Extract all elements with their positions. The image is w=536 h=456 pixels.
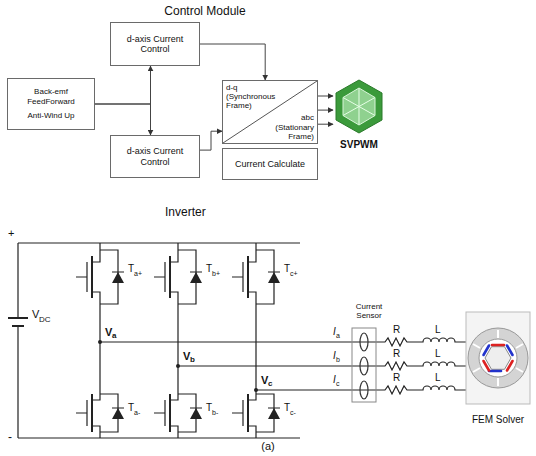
switch-label: T xyxy=(206,403,212,413)
subscript: b+ xyxy=(212,270,220,277)
block-text: d-axis Current Control xyxy=(113,34,197,55)
mosfet-gate xyxy=(232,262,243,426)
subscript: a xyxy=(112,332,116,340)
switch-label: T xyxy=(206,264,212,274)
current-label: I xyxy=(333,327,336,337)
arrow-connector xyxy=(200,131,222,150)
phase-voltage: V xyxy=(261,375,268,386)
voltage-label: V xyxy=(32,309,39,320)
junction-dot xyxy=(98,340,102,344)
dc-rails xyxy=(18,243,300,438)
frame-text: d-q (Synchronous Frame) xyxy=(226,83,278,111)
figure-caption: (a) xyxy=(0,441,536,452)
transform-block: d-q (Synchronous Frame)abc (Stationary F… xyxy=(222,80,318,144)
mosfet-gate xyxy=(154,262,165,426)
diode-symbol xyxy=(112,408,124,419)
leg-wire xyxy=(170,243,178,438)
resistor-label: R xyxy=(393,325,400,335)
diagram-title: Control Module xyxy=(0,5,410,17)
motor-label: FEM Solver xyxy=(468,414,528,426)
mosfet-channel xyxy=(91,256,93,432)
current-label: I xyxy=(333,351,336,361)
sensor-ring xyxy=(360,381,368,399)
phase-wire xyxy=(178,362,466,370)
mosfet-channel xyxy=(247,256,249,432)
block-text: Current Calculate xyxy=(235,159,305,169)
diode-symbol xyxy=(190,408,202,419)
subscript: b xyxy=(336,356,340,363)
subscript: b- xyxy=(212,409,218,416)
sensor-ring xyxy=(360,333,368,351)
mosfet-gate xyxy=(76,262,87,426)
svpwm-label: SVPWM xyxy=(327,139,391,151)
subscript: c xyxy=(268,380,272,388)
switch-label: T xyxy=(284,403,290,413)
current-sensor xyxy=(352,328,376,402)
sensor-ring xyxy=(360,357,368,375)
current-label: I xyxy=(333,375,336,385)
frame-text: abc (Stationary Frame) xyxy=(264,113,314,141)
diode-branch xyxy=(178,250,202,432)
polarity-sign: + xyxy=(8,228,14,239)
inductor-label: L xyxy=(435,325,441,335)
diode-symbol xyxy=(268,272,280,283)
diode-symbol xyxy=(268,408,280,419)
subscript: c+ xyxy=(290,270,298,277)
polarity-sign: - xyxy=(8,431,12,443)
resistor-label: R xyxy=(393,349,400,359)
motor-model xyxy=(466,312,530,404)
subscript: DC xyxy=(39,316,51,324)
arrow-connector xyxy=(318,124,333,125)
block-text: Anti-Wind Up xyxy=(27,111,74,120)
arrow-connector xyxy=(318,96,333,97)
subscript: b xyxy=(190,356,195,364)
switch-label: T xyxy=(284,264,290,274)
mosfet-channel xyxy=(169,256,171,432)
diode-symbol xyxy=(190,272,202,283)
inductor-label: L xyxy=(435,373,441,383)
phase-wire xyxy=(256,386,466,394)
junction-dot xyxy=(176,364,180,368)
block-text: Back-emf FeedForward xyxy=(10,87,92,105)
control-block: Back-emf FeedForwardAnti-Wind Up xyxy=(7,78,95,130)
arrow-connector xyxy=(200,44,265,80)
subscript: a xyxy=(336,332,340,339)
control-block: Current Calculate xyxy=(222,148,318,180)
svpwm-hexagon xyxy=(333,78,385,136)
leg-wire xyxy=(248,243,256,438)
subscript: c xyxy=(336,380,340,387)
diode-branch xyxy=(100,250,124,432)
junction-dot xyxy=(254,388,258,392)
arrow-connector xyxy=(95,66,151,104)
svpwm-block: SVPWM xyxy=(333,78,385,160)
arrow-connector xyxy=(318,110,333,111)
block-text: d-axis Current Control xyxy=(113,146,197,167)
subscript: c- xyxy=(290,409,296,416)
phase-voltage: V xyxy=(183,351,190,362)
subscript: a- xyxy=(134,409,140,416)
phase-voltage: V xyxy=(105,327,112,338)
resistor-label: R xyxy=(393,373,400,383)
section-heading: Inverter xyxy=(165,206,206,218)
capacitor-plates xyxy=(8,318,28,326)
diode-symbol xyxy=(112,272,124,283)
sensor-label: Current Sensor xyxy=(344,302,394,320)
diode-branch xyxy=(256,250,280,432)
inductor-label: L xyxy=(435,349,441,359)
switch-label: T xyxy=(128,264,134,274)
arrow-connector xyxy=(95,104,151,135)
switch-label: T xyxy=(128,403,134,413)
control-block: d-axis Current Control xyxy=(110,22,200,66)
control-block: d-axis Current Control xyxy=(110,135,200,178)
phase-wire xyxy=(100,338,466,346)
subscript: a+ xyxy=(134,270,142,277)
